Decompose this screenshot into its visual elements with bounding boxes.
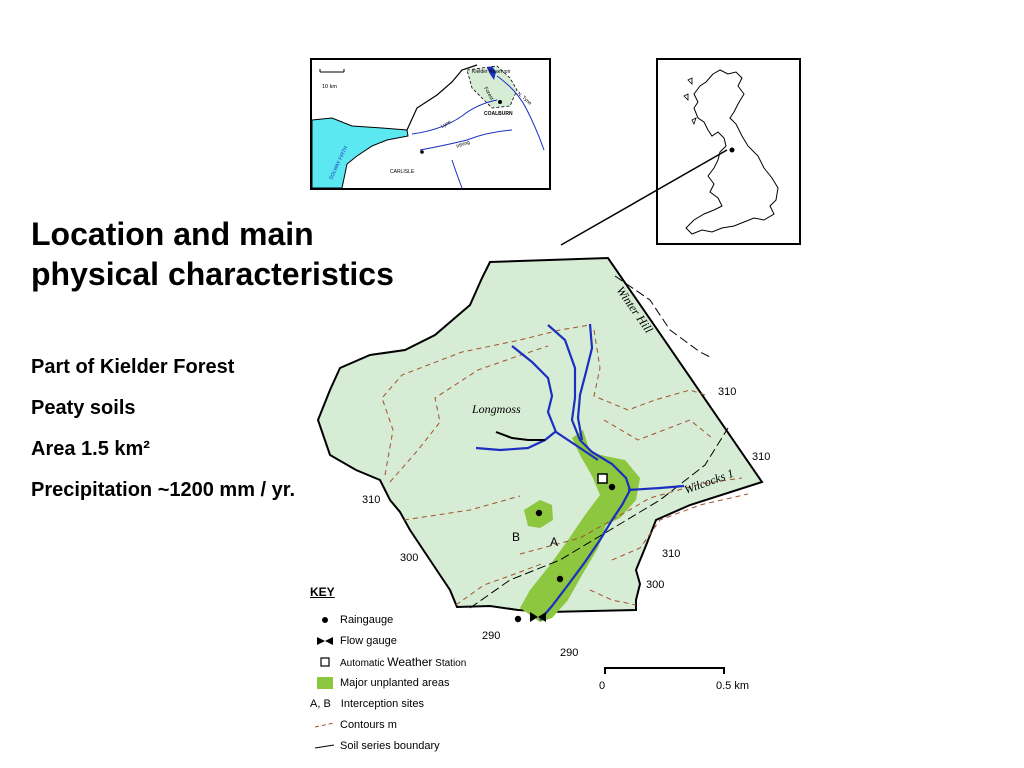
- regional-scale-bar: [319, 69, 345, 73]
- unplanted-area-main: [520, 430, 640, 622]
- contour-label-290-b: 290: [560, 647, 578, 659]
- key-row-raingauge: Raingauge: [310, 609, 466, 630]
- contour-label-310-ne: 310: [718, 386, 736, 398]
- contour-key-icon: [310, 721, 340, 729]
- fact-soils: Peaty soils: [31, 397, 136, 419]
- weather-word: Weather: [387, 654, 433, 669]
- raingauge-3: [556, 575, 564, 583]
- lyne-label: Lyne: [440, 119, 452, 130]
- reservoir-label: Kielder Reservoir: [472, 69, 511, 75]
- unplanted-key-swatch: [310, 676, 340, 689]
- raingauge-2: [535, 509, 543, 517]
- key-row-interception: A, B Interception sites: [310, 693, 466, 714]
- map-key: KEY Raingauge Flow gauge Automatic Weath…: [310, 585, 466, 756]
- great-britain-outline: [685, 69, 779, 235]
- flow-gauge-key-icon: [310, 636, 340, 646]
- contour-label-310-se: 310: [662, 548, 680, 560]
- sea-area: [312, 117, 409, 188]
- drain-channel: [495, 431, 545, 441]
- reservoir: [487, 66, 496, 80]
- scale-bar: 0 0.5 km: [596, 662, 766, 692]
- weather-station-key-icon: [310, 656, 340, 667]
- stream-network: [475, 323, 685, 621]
- contours: [381, 324, 749, 606]
- catchment-boundary: [316, 256, 764, 614]
- raingauge-1: [608, 483, 616, 491]
- regional-map-svg: 10 km Kielder Reservoir Forest N. Tyne C…: [312, 64, 545, 188]
- fact-forest: Part of Kielder Forest: [31, 356, 235, 378]
- key-label-contours: Contours m: [340, 718, 397, 731]
- river-south: [451, 159, 463, 188]
- key-row-unplanted: Major unplanted areas: [310, 672, 466, 693]
- regional-inset-map: 10 km Kielder Reservoir Forest N. Tyne C…: [310, 58, 551, 190]
- title-line-1: Location and main: [31, 216, 314, 252]
- key-title: KEY: [310, 585, 335, 599]
- raingauge-key-icon: [310, 615, 340, 625]
- coalburn-location-dot: [729, 147, 735, 153]
- coalburn-marker: [498, 100, 502, 104]
- scale-tick-end: [723, 667, 725, 674]
- key-label-flow-gauge: Flow gauge: [340, 634, 397, 647]
- key-row-weather-station: Automatic Weather Station: [310, 651, 466, 672]
- coalburn-label: COALBURN: [484, 111, 513, 117]
- river-lyne: [411, 99, 498, 135]
- coastline: [406, 64, 478, 131]
- contour-label-290-s: 290: [482, 630, 500, 642]
- contour-label-310-w: 310: [362, 494, 380, 506]
- weather-suffix: Station: [432, 657, 467, 669]
- forest-area: [466, 65, 518, 109]
- key-label-unplanted: Major unplanted areas: [340, 676, 450, 689]
- scale-label-end: 0.5 km: [716, 680, 750, 692]
- fact-precipitation: Precipitation ~1200 mm / yr.: [31, 479, 296, 501]
- site-b-label: B: [512, 530, 520, 544]
- key-row-contours: Contours m: [310, 714, 466, 735]
- key-row-flow-gauge: Flow gauge: [310, 630, 466, 651]
- river-ntyne: [496, 75, 545, 151]
- key-label-weather-station: Automatic Weather Station: [340, 655, 466, 669]
- contour-label-300-se: 300: [646, 579, 664, 591]
- carlisle-label: CARLISLE: [390, 169, 415, 175]
- uk-inset-map: [656, 58, 801, 245]
- key-label-soil-boundary: Soil series boundary: [340, 739, 440, 752]
- weather-prefix: Automatic: [340, 657, 388, 669]
- flow-gauge-symbol: [530, 612, 546, 622]
- longmoss-label: Longmoss: [471, 402, 521, 416]
- raingauge-4: [514, 615, 522, 623]
- key-row-soil-boundary: Soil series boundary: [310, 735, 466, 756]
- contour-label-300-w: 300: [400, 552, 418, 564]
- site-a-label: A: [550, 535, 558, 549]
- page-title: Location and main physical characteristi…: [31, 214, 451, 294]
- scale-tick-start: [604, 667, 606, 674]
- location-pointer-line: [560, 149, 728, 246]
- key-code-interception: A, B: [310, 697, 331, 710]
- fact-area: Area 1.5 km²: [31, 438, 150, 460]
- carlisle-marker: [420, 150, 424, 154]
- key-label-interception: Interception sites: [340, 697, 424, 710]
- irthing-label: Irthing: [456, 139, 471, 149]
- contour-label-310-e: 310: [752, 451, 770, 463]
- regional-scale-label: 10 km: [322, 84, 337, 90]
- soil-boundary-key-icon: [310, 742, 340, 750]
- title-line-2: physical characteristics: [31, 256, 394, 292]
- key-label-raingauge: Raingauge: [340, 613, 394, 626]
- river-irthing: [419, 129, 513, 151]
- contour-value-labels: 310 310 310 300 310 300 290 290: [362, 386, 770, 659]
- scale-label-start: 0: [599, 680, 606, 692]
- scale-bar-line: [604, 667, 724, 669]
- islands: [683, 77, 697, 126]
- weather-station-symbol: [597, 473, 608, 484]
- soil-boundaries: [469, 275, 729, 609]
- uk-map-svg: [683, 69, 779, 235]
